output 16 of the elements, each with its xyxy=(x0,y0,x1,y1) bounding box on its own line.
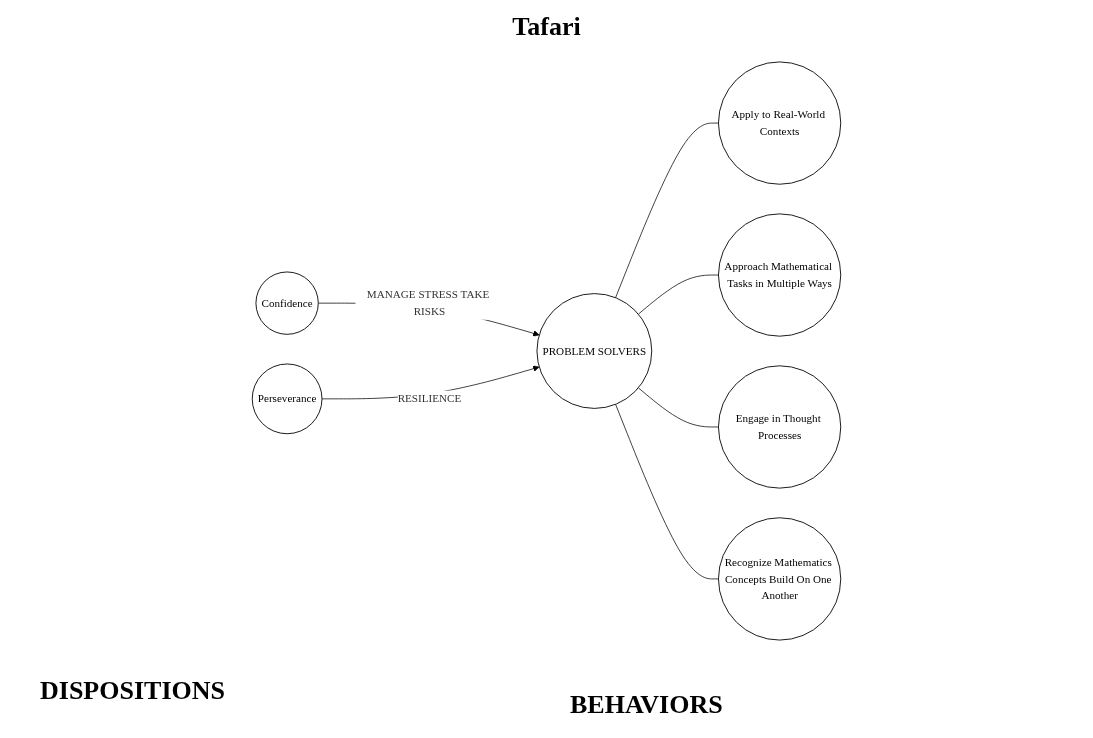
node-circle: Approach Mathematical Tasks in Multiple Ways xyxy=(718,213,842,337)
node-circle: Confidence xyxy=(255,271,319,335)
connector xyxy=(615,122,719,299)
connector xyxy=(638,387,719,428)
node-circle: Engage in Thought Processes xyxy=(718,365,842,489)
section-heading: BEHAVIORS xyxy=(570,690,723,720)
node-circle: Recognize Mathematics Concepts Build On One Another xyxy=(718,517,842,641)
section-heading: DISPOSITIONS xyxy=(40,676,225,706)
connector xyxy=(615,403,719,580)
connector xyxy=(638,274,719,315)
edge-label: MANAGE STRESS TAKE RISKS xyxy=(366,288,490,318)
diagram-title: Tafari xyxy=(512,12,581,42)
node-circle: Apply to Real-World Contexts xyxy=(718,61,842,185)
node-circle: Perseverance xyxy=(251,363,323,435)
edge-label: RESILIENCE xyxy=(397,392,462,405)
node-circle: PROBLEM SOLVERS xyxy=(536,293,653,409)
